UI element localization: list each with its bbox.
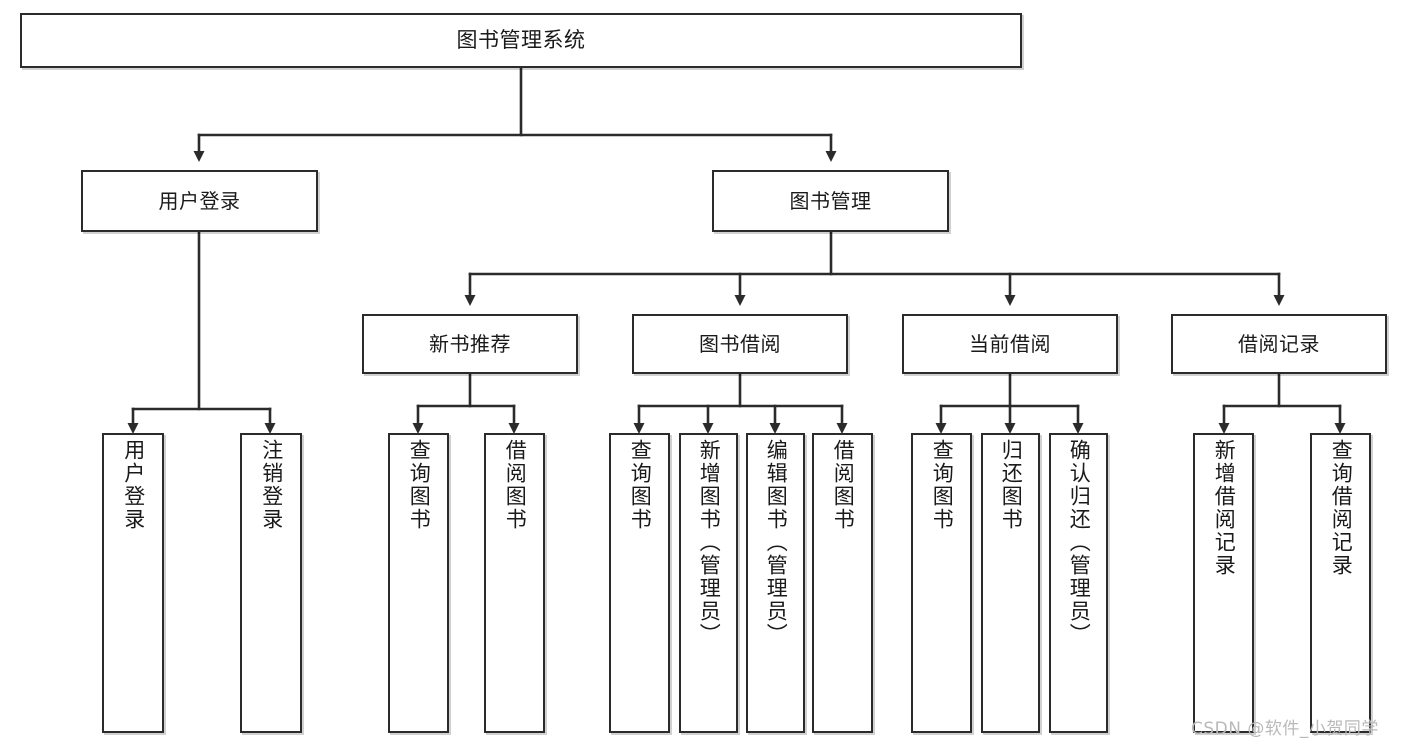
node-root-label: 图书管理系统 xyxy=(456,28,586,53)
node-leaf-rec-query-record-label: 查询借阅记录 xyxy=(1329,439,1354,577)
node-leaf-brw-query-book[interactable]: 查询图书 xyxy=(609,433,670,733)
node-leaf-brw-query-book-label: 查询图书 xyxy=(628,439,653,531)
node-leaf-rec-query-record[interactable]: 查询借阅记录 xyxy=(1310,433,1371,733)
node-leaf-cur-confirm-return[interactable]: 确认归还（管理员） xyxy=(1049,433,1108,733)
node-leaf-brw-add-book[interactable]: 新增图书（管理员） xyxy=(679,433,738,733)
node-user-login-label: 用户登录 xyxy=(158,188,241,213)
node-leaf-cur-query-book-label: 查询图书 xyxy=(930,439,955,531)
node-book-borrow[interactable]: 图书借阅 xyxy=(632,314,848,374)
node-leaf-user-logout-label: 注销登录 xyxy=(259,439,284,531)
node-leaf-cur-confirm-return-label: 确认归还（管理员） xyxy=(1067,439,1092,646)
node-leaf-user-login[interactable]: 用户登录 xyxy=(102,433,164,733)
node-leaf-cur-query-book[interactable]: 查询图书 xyxy=(911,433,972,733)
node-leaf-brw-borrow-book[interactable]: 借阅图书 xyxy=(812,433,873,733)
node-leaf-rec-borrow-book[interactable]: 借阅图书 xyxy=(484,433,545,733)
node-leaf-rec-add-record[interactable]: 新增借阅记录 xyxy=(1193,433,1254,733)
node-root[interactable]: 图书管理系统 xyxy=(20,13,1022,68)
node-leaf-rec-borrow-book-label: 借阅图书 xyxy=(503,439,528,531)
node-book-manage-label: 图书管理 xyxy=(789,188,872,213)
node-leaf-cur-return-book-label: 归还图书 xyxy=(999,439,1024,531)
node-leaf-rec-query-book[interactable]: 查询图书 xyxy=(388,433,449,733)
node-new-book-rec-label: 新书推荐 xyxy=(429,331,511,356)
node-leaf-rec-query-book-label: 查询图书 xyxy=(407,439,432,531)
node-leaf-cur-return-book[interactable]: 归还图书 xyxy=(981,433,1040,733)
node-leaf-user-logout[interactable]: 注销登录 xyxy=(240,433,302,733)
csdn-watermark: CSDN @软件_小贺同学 xyxy=(1191,719,1379,739)
node-leaf-brw-add-book-label: 新增图书（管理员） xyxy=(697,439,722,646)
node-new-book-rec[interactable]: 新书推荐 xyxy=(362,314,578,374)
node-leaf-rec-add-record-label: 新增借阅记录 xyxy=(1212,439,1237,577)
node-current-borrow-label: 当前借阅 xyxy=(969,331,1051,356)
node-leaf-brw-edit-book[interactable]: 编辑图书（管理员） xyxy=(746,433,805,733)
node-book-manage[interactable]: 图书管理 xyxy=(712,170,949,232)
node-borrow-record[interactable]: 借阅记录 xyxy=(1171,314,1387,374)
node-leaf-brw-borrow-book-label: 借阅图书 xyxy=(831,439,856,531)
node-book-borrow-label: 图书借阅 xyxy=(699,331,781,356)
node-leaf-brw-edit-book-label: 编辑图书（管理员） xyxy=(764,439,789,646)
node-borrow-record-label: 借阅记录 xyxy=(1238,331,1320,356)
node-leaf-user-login-label: 用户登录 xyxy=(121,439,146,531)
node-user-login[interactable]: 用户登录 xyxy=(81,170,318,232)
node-current-borrow[interactable]: 当前借阅 xyxy=(902,314,1118,374)
